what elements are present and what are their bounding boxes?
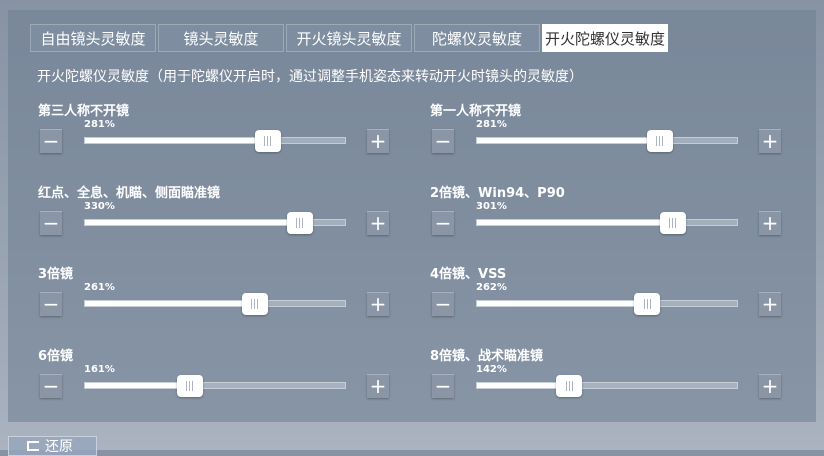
slider-fill <box>477 301 648 306</box>
decrease-button[interactable]: − <box>40 210 62 235</box>
decrease-button[interactable]: − <box>40 292 62 316</box>
reset-button[interactable]: 还原 <box>8 436 97 456</box>
sensitivity-slider-row: 2倍镜、Win94、P90 301% − + <box>430 182 790 252</box>
slider-fill <box>85 382 190 388</box>
decrease-button[interactable]: − <box>432 373 454 398</box>
decrease-button[interactable]: − <box>432 210 454 235</box>
tab-fire-gyroscope[interactable]: 开火陀螺仪灵敏度 <box>542 24 668 52</box>
slider-track[interactable] <box>476 293 738 315</box>
decrease-button[interactable]: − <box>432 129 454 153</box>
slider-thumb[interactable] <box>659 211 686 234</box>
slider-track[interactable] <box>84 211 346 234</box>
slider-fill <box>477 382 570 388</box>
sensitivity-slider-row: 第一人称不开镜 281% − + <box>430 100 790 170</box>
slider-fill <box>477 138 660 143</box>
slider-thumb[interactable] <box>646 130 673 152</box>
slider-value: 281% <box>84 119 115 130</box>
slider-track[interactable] <box>476 130 738 152</box>
slider-fill <box>85 219 300 225</box>
slider-fill <box>85 301 255 306</box>
slider-label: 4倍镜、VSS <box>430 267 507 282</box>
slider-value: 301% <box>476 200 507 212</box>
slider-label: 8倍镜、战术瞄准镜 <box>430 348 544 364</box>
sensitivity-slider-row: 3倍镜 261% − + <box>38 263 398 333</box>
slider-label: 2倍镜、Win94、P90 <box>430 185 565 201</box>
slider-thumb[interactable] <box>634 293 661 315</box>
sensitivity-slider-row: 8倍镜、战术瞄准镜 142% − + <box>430 345 790 415</box>
slider-thumb[interactable] <box>286 211 313 234</box>
section-description: 开火陀螺仪灵敏度（用于陀螺仪开启时，通过调整手机姿态来转动开火时镜头的灵敏度） <box>37 69 583 85</box>
slider-value: 142% <box>476 363 507 375</box>
decrease-button[interactable]: − <box>40 129 62 153</box>
slider-value: 262% <box>476 282 507 293</box>
sensitivity-slider-row: 第三人称不开镜 281% − + <box>38 100 398 170</box>
reset-label: 还原 <box>45 439 73 455</box>
decrease-button[interactable]: − <box>40 373 62 398</box>
slider-track[interactable] <box>84 293 346 315</box>
sensitivity-slider-row: 红点、全息、机瞄、侧面瞄准镜 330% − + <box>38 182 398 252</box>
slider-thumb[interactable] <box>176 374 203 397</box>
slider-fill <box>477 219 673 225</box>
slider-label: 第一人称不开镜 <box>430 104 522 119</box>
increase-button[interactable]: + <box>367 210 389 235</box>
slider-thumb[interactable] <box>254 130 281 152</box>
slider-track[interactable] <box>84 130 346 152</box>
tab-bar: 自由镜头灵敏度 镜头灵敏度 开火镜头灵敏度 陀螺仪灵敏度 开火陀螺仪灵敏度 <box>30 24 668 52</box>
increase-button[interactable]: + <box>759 129 781 153</box>
slider-value: 330% <box>84 200 115 212</box>
decrease-button[interactable]: − <box>432 292 454 316</box>
tab-gyroscope[interactable]: 陀螺仪灵敏度 <box>414 24 540 52</box>
increase-button[interactable]: + <box>759 373 781 398</box>
sensitivity-slider-row: 4倍镜、VSS 262% − + <box>430 263 790 333</box>
slider-track[interactable] <box>476 211 738 234</box>
slider-label: 第三人称不开镜 <box>38 104 130 119</box>
slider-thumb[interactable] <box>241 293 268 315</box>
tab-free-camera[interactable]: 自由镜头灵敏度 <box>30 24 156 52</box>
tab-camera[interactable]: 镜头灵敏度 <box>158 24 284 52</box>
slider-value: 261% <box>84 282 115 293</box>
increase-button[interactable]: + <box>759 292 781 316</box>
slider-value: 281% <box>476 119 507 130</box>
increase-button[interactable]: + <box>367 129 389 153</box>
slider-thumb[interactable] <box>556 374 583 397</box>
increase-button[interactable]: + <box>367 373 389 398</box>
slider-label: 红点、全息、机瞄、侧面瞄准镜 <box>38 185 221 201</box>
slider-label: 6倍镜 <box>38 348 74 364</box>
tab-fire-camera[interactable]: 开火镜头灵敏度 <box>286 24 412 52</box>
increase-button[interactable]: + <box>367 292 389 316</box>
slider-track[interactable] <box>476 374 738 397</box>
sensitivity-slider-row: 6倍镜 161% − + <box>38 345 398 415</box>
slider-label: 3倍镜 <box>38 267 74 282</box>
slider-value: 161% <box>84 363 115 375</box>
slider-fill <box>85 138 268 143</box>
increase-button[interactable]: + <box>759 210 781 235</box>
slider-track[interactable] <box>84 374 346 397</box>
